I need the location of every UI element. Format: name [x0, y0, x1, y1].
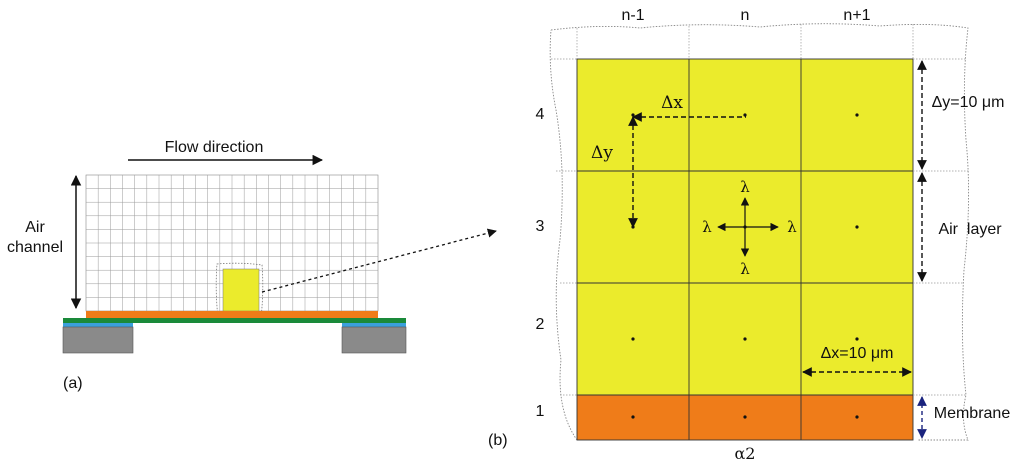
air-layer-label: Air layer	[938, 221, 1002, 238]
membrane-label: Membrane	[934, 405, 1011, 422]
lambda-right: λ	[787, 218, 797, 236]
zoom-outline	[215, 262, 264, 320]
zoom-leader	[261, 228, 497, 293]
lambda-top: λ	[740, 178, 750, 196]
air-channel-grid	[86, 175, 378, 311]
col-label-n: n	[741, 7, 750, 24]
support-right	[341, 326, 407, 354]
row-label-4: 4	[536, 106, 545, 123]
cell-center-dot	[631, 113, 635, 117]
cell-centers	[631, 113, 859, 419]
row-label-2: 2	[536, 316, 545, 333]
col-label-n+1: n+1	[843, 7, 870, 24]
conduction-cross	[717, 197, 779, 257]
air-label-1: Air	[25, 219, 45, 236]
panel-a: Flow direction Air channel (a)	[7, 139, 497, 392]
bottom-label: α2	[735, 444, 756, 463]
panel-a-label: (a)	[63, 375, 83, 392]
cell-center-dot	[743, 337, 747, 341]
dy-label: Δy	[591, 143, 613, 163]
cell-center-dot	[855, 225, 859, 229]
cell-center-dot	[855, 415, 859, 419]
cell-center-dot	[743, 113, 747, 117]
blue-layer-right	[342, 323, 406, 327]
panel-b: n-1 n n+1 4 3 2 1 Δx Δy λ λ λ λ Δx=10 μm…	[488, 7, 1010, 463]
cell-center-dot	[855, 113, 859, 117]
blue-layer-left	[63, 323, 133, 327]
dx-dim-label: Δx=10 μm	[821, 345, 894, 362]
cell-center-dot	[631, 415, 635, 419]
air-label-2: channel	[7, 239, 63, 256]
col-label-n-1: n-1	[621, 7, 644, 24]
panel-b-label: (b)	[488, 432, 508, 449]
support-left	[62, 326, 134, 354]
continuation-lines	[551, 24, 970, 396]
lambda-bottom: λ	[740, 260, 750, 278]
membrane-strip	[86, 311, 378, 318]
outer-boundary	[549, 23, 970, 441]
cell-grid	[576, 58, 914, 441]
cell-center-dot	[631, 337, 635, 341]
cell-center-dot	[855, 337, 859, 341]
highlight-cells	[222, 268, 260, 312]
dy-dim-label: Δy=10 μm	[932, 94, 1005, 111]
cell-center-dot	[743, 415, 747, 419]
row-label-3: 3	[536, 218, 545, 235]
flow-direction-label: Flow direction	[165, 139, 264, 156]
green-layer	[63, 318, 406, 323]
lambda-left: λ	[702, 218, 712, 236]
dx-label: Δx	[661, 93, 683, 113]
row-label-1: 1	[536, 403, 545, 420]
